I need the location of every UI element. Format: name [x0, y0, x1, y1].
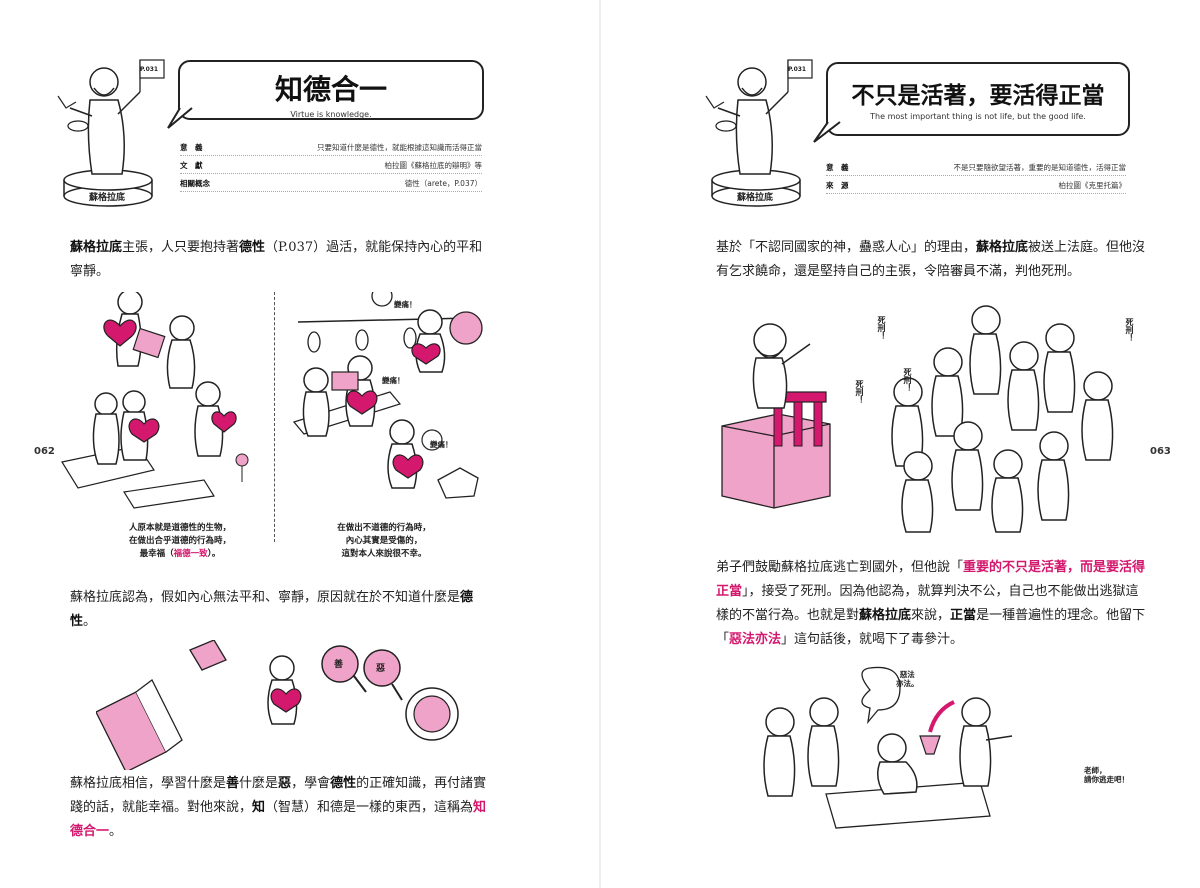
speech-tail [813, 121, 841, 143]
title-english: The most important thing is not life, bu… [870, 112, 1086, 121]
shout-death: 死刑！ [903, 368, 912, 392]
metadata-table: 意 義不是只要隨欲望活著，重要的是知道德性，活得正當 來 源柏拉圖《克里托篇》 [826, 160, 1126, 196]
metadata-table: 意 義只要知道什麼是德性，就能根據這知識而活得正當 文 獻柏拉圖《蘇格拉底的辯明… [180, 140, 482, 194]
glass-label-evil: 惡 [376, 664, 386, 674]
panel-divider [274, 292, 275, 542]
hemlock-illustration [763, 666, 1013, 829]
caption-virtuous: 人原本就是道德性的生物， 在做出合乎道德的行為時， 最幸福（福德一致）。 [128, 523, 231, 559]
title-box: 知德合一 Virtue is knowledge. [178, 60, 484, 120]
page-number: 063 [1150, 446, 1171, 457]
meta-row: 文 獻柏拉圖《蘇格拉底的辯明》等 [180, 158, 482, 174]
right-page: 063 P.031 蘇格拉底 不只是活著，要活得正當 The most impo… [600, 0, 1200, 888]
paragraph-1: 基於「不認同國家的神，蠱惑人心」的理由，蘇格拉底被送上法庭。但他沒有乞求饒命，還… [716, 240, 1146, 279]
title-box: 不只是活著，要活得正當 The most important thing is … [826, 62, 1130, 136]
meta-row: 意 義不是只要隨欲望活著，重要的是知道德性，活得正當 [826, 160, 1126, 176]
death-sentence-illustration [721, 305, 1114, 533]
ouch-bubble: 變痛！ [394, 300, 417, 309]
shout-death: 死刑！ [855, 380, 864, 404]
paragraph-2: 弟子們鼓勵蘇格拉底逃亡到國外，但他說「重要的不只是活著，而是要活得正當」，接受了… [716, 560, 1146, 647]
page-gutter [599, 0, 601, 888]
ouch-bubble: 變痛！ [430, 440, 453, 449]
paragraph-3: 蘇格拉底相信，學習什麼是善什麼是惡，學會德性的正確知識，再付諸實踐的話，就能幸福… [70, 776, 487, 839]
virtue-hurt-illustration [292, 292, 483, 499]
caption-unvirtuous: 在做出不道德的行為時， 內心其實是受傷的， 這對本人來說很不幸。 [337, 523, 431, 559]
learning-illustration [96, 640, 459, 770]
socrates-statue-illustration [57, 59, 165, 207]
flag-reference: P.031 [140, 66, 159, 73]
title-chinese: 知德合一 [274, 73, 387, 106]
speech-please-flee: 老師，請你逃走吧！ [1084, 766, 1129, 784]
page-number: 062 [34, 446, 55, 457]
glass-label-good: 善 [334, 660, 344, 670]
title-english: Virtue is knowledge. [290, 110, 372, 119]
meta-row: 來 源柏拉圖《克里托篇》 [826, 178, 1126, 194]
statue-label: 蘇格拉底 [89, 193, 126, 203]
ouch-bubble: 變痛！ [382, 376, 405, 385]
speech-tail [167, 107, 193, 129]
title-chinese: 不只是活著，要活得正當 [851, 83, 1105, 109]
virtue-happy-illustration [61, 292, 249, 509]
meta-row: 相關概念德性（arete，P.037） [180, 176, 482, 192]
socrates-statue-illustration [705, 59, 813, 207]
statue-label: 蘇格拉底 [737, 193, 774, 203]
shout-death: 死刑！ [1125, 318, 1134, 342]
shout-death: 死刑！ [877, 316, 886, 340]
speech-bad-law: 惡法亦法。 [896, 670, 919, 688]
paragraph-1: 蘇格拉底主張，人只要抱持著德性（P.037）過活，就能保持內心的平和寧靜。 [70, 240, 483, 279]
flag-reference: P.031 [788, 66, 807, 73]
left-page: 062 P.031 蘇格拉底 知德合一 Virtue is knowledge.… [34, 59, 487, 839]
meta-row: 意 義只要知道什麼是德性，就能根據這知識而活得正當 [180, 140, 482, 156]
paragraph-2: 蘇格拉底認為，假如內心無法平和、寧靜，原因就在於不知道什麼是德性。 [70, 590, 474, 629]
